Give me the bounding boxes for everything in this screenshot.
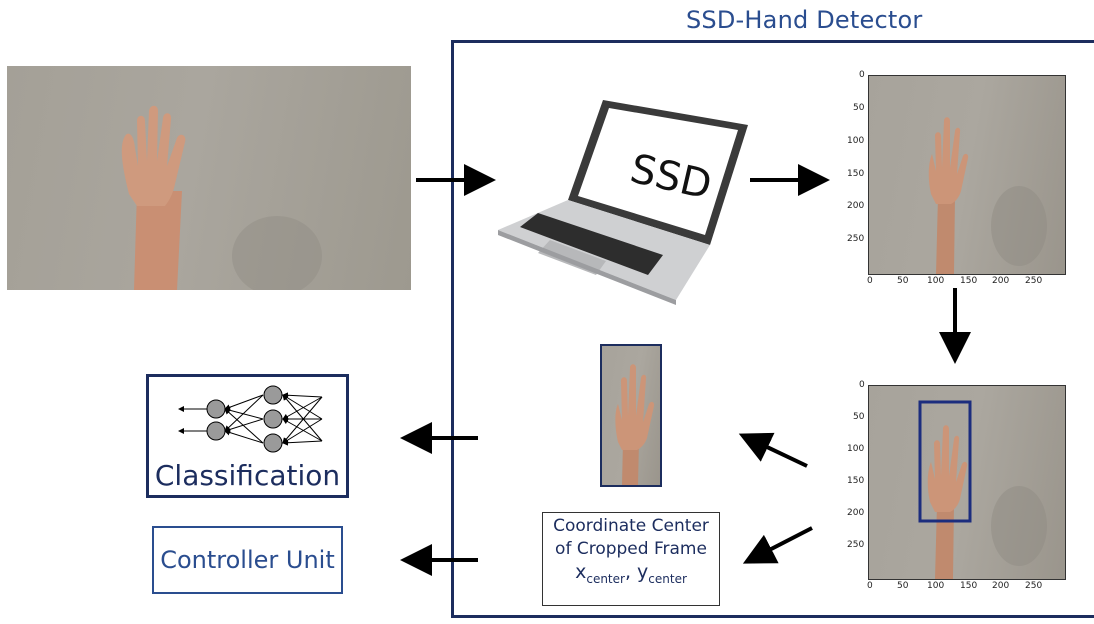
y-tick: 200 bbox=[847, 201, 865, 211]
input-hand-photo bbox=[7, 66, 411, 290]
detector-title: SSD-Hand Detector bbox=[686, 6, 923, 34]
detector-frame bbox=[451, 40, 1094, 618]
x-tick: 200 bbox=[992, 276, 1010, 286]
hand-bounding-box bbox=[918, 400, 972, 523]
y-tick: 250 bbox=[847, 234, 865, 244]
y-subscript: center bbox=[648, 571, 687, 586]
coordinate-line-2: of Cropped Frame bbox=[555, 539, 707, 559]
x-tick: 100 bbox=[927, 276, 945, 286]
coordinate-center-box: Coordinate Center of Cropped Frame xcent… bbox=[542, 512, 720, 606]
y-tick: 100 bbox=[847, 136, 865, 146]
plot-bottom-image bbox=[868, 385, 1066, 580]
y-tick: 150 bbox=[847, 169, 865, 179]
y-tick: 250 bbox=[847, 540, 865, 550]
x-tick: 50 bbox=[897, 581, 909, 591]
x-tick: 100 bbox=[927, 581, 945, 591]
y-tick: 50 bbox=[853, 412, 865, 422]
y-tick: 100 bbox=[847, 444, 865, 454]
x-tick: 150 bbox=[960, 276, 978, 286]
controller-unit-label: Controller Unit bbox=[160, 546, 335, 574]
x-tick: 0 bbox=[867, 581, 873, 591]
x-tick: 250 bbox=[1025, 581, 1043, 591]
y-tick: 50 bbox=[853, 103, 865, 113]
y-tick: 0 bbox=[859, 380, 865, 390]
y-tick: 200 bbox=[847, 508, 865, 518]
x-subscript: center bbox=[586, 571, 625, 586]
coordinate-line-1: Coordinate Center bbox=[553, 516, 709, 536]
coordinate-formula: xcenter, ycenter bbox=[575, 561, 687, 586]
arrow-plot-to-coordinates bbox=[742, 526, 813, 564]
x-tick: 0 bbox=[867, 276, 873, 286]
classification-label: Classification bbox=[154, 459, 341, 492]
controller-unit-box: Controller Unit bbox=[152, 526, 343, 594]
x-tick: 250 bbox=[1025, 276, 1043, 286]
detection-plot-bottom: 0 50 100 150 200 250 0 50 100 150 200 25… bbox=[845, 380, 1081, 610]
x-tick: 150 bbox=[960, 581, 978, 591]
x-symbol: x bbox=[575, 561, 587, 583]
x-tick: 50 bbox=[897, 276, 909, 286]
y-tick: 0 bbox=[859, 70, 865, 80]
laptop-icon: SSD bbox=[498, 100, 748, 305]
arrow-plot-to-crop bbox=[738, 432, 808, 468]
y-tick: 150 bbox=[847, 476, 865, 486]
neural-network-icon bbox=[178, 385, 323, 453]
detection-plot-top: 0 50 100 150 200 250 0 50 100 150 200 25… bbox=[845, 70, 1081, 300]
plot-top-image bbox=[868, 75, 1066, 275]
y-symbol: y bbox=[637, 561, 649, 583]
cropped-hand-frame bbox=[600, 344, 662, 487]
classification-box: Classification bbox=[146, 374, 349, 498]
x-tick: 200 bbox=[992, 581, 1010, 591]
